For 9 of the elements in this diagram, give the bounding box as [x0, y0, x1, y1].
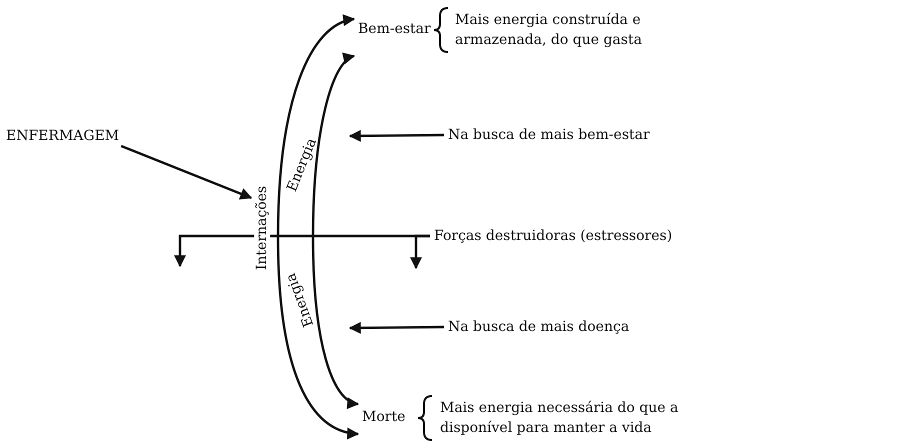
- energy-arc-arrow: [312, 54, 360, 407]
- arrow: [410, 234, 430, 270]
- arrow: [120, 144, 252, 200]
- force-label: Forças destruidoras (estressores): [434, 226, 672, 246]
- arc-label: Internações: [254, 186, 270, 270]
- arrow: [348, 322, 444, 334]
- energy-arc-arrow: [276, 16, 360, 438]
- arrow: [348, 130, 444, 142]
- force-label: Na busca de mais doença: [448, 317, 630, 337]
